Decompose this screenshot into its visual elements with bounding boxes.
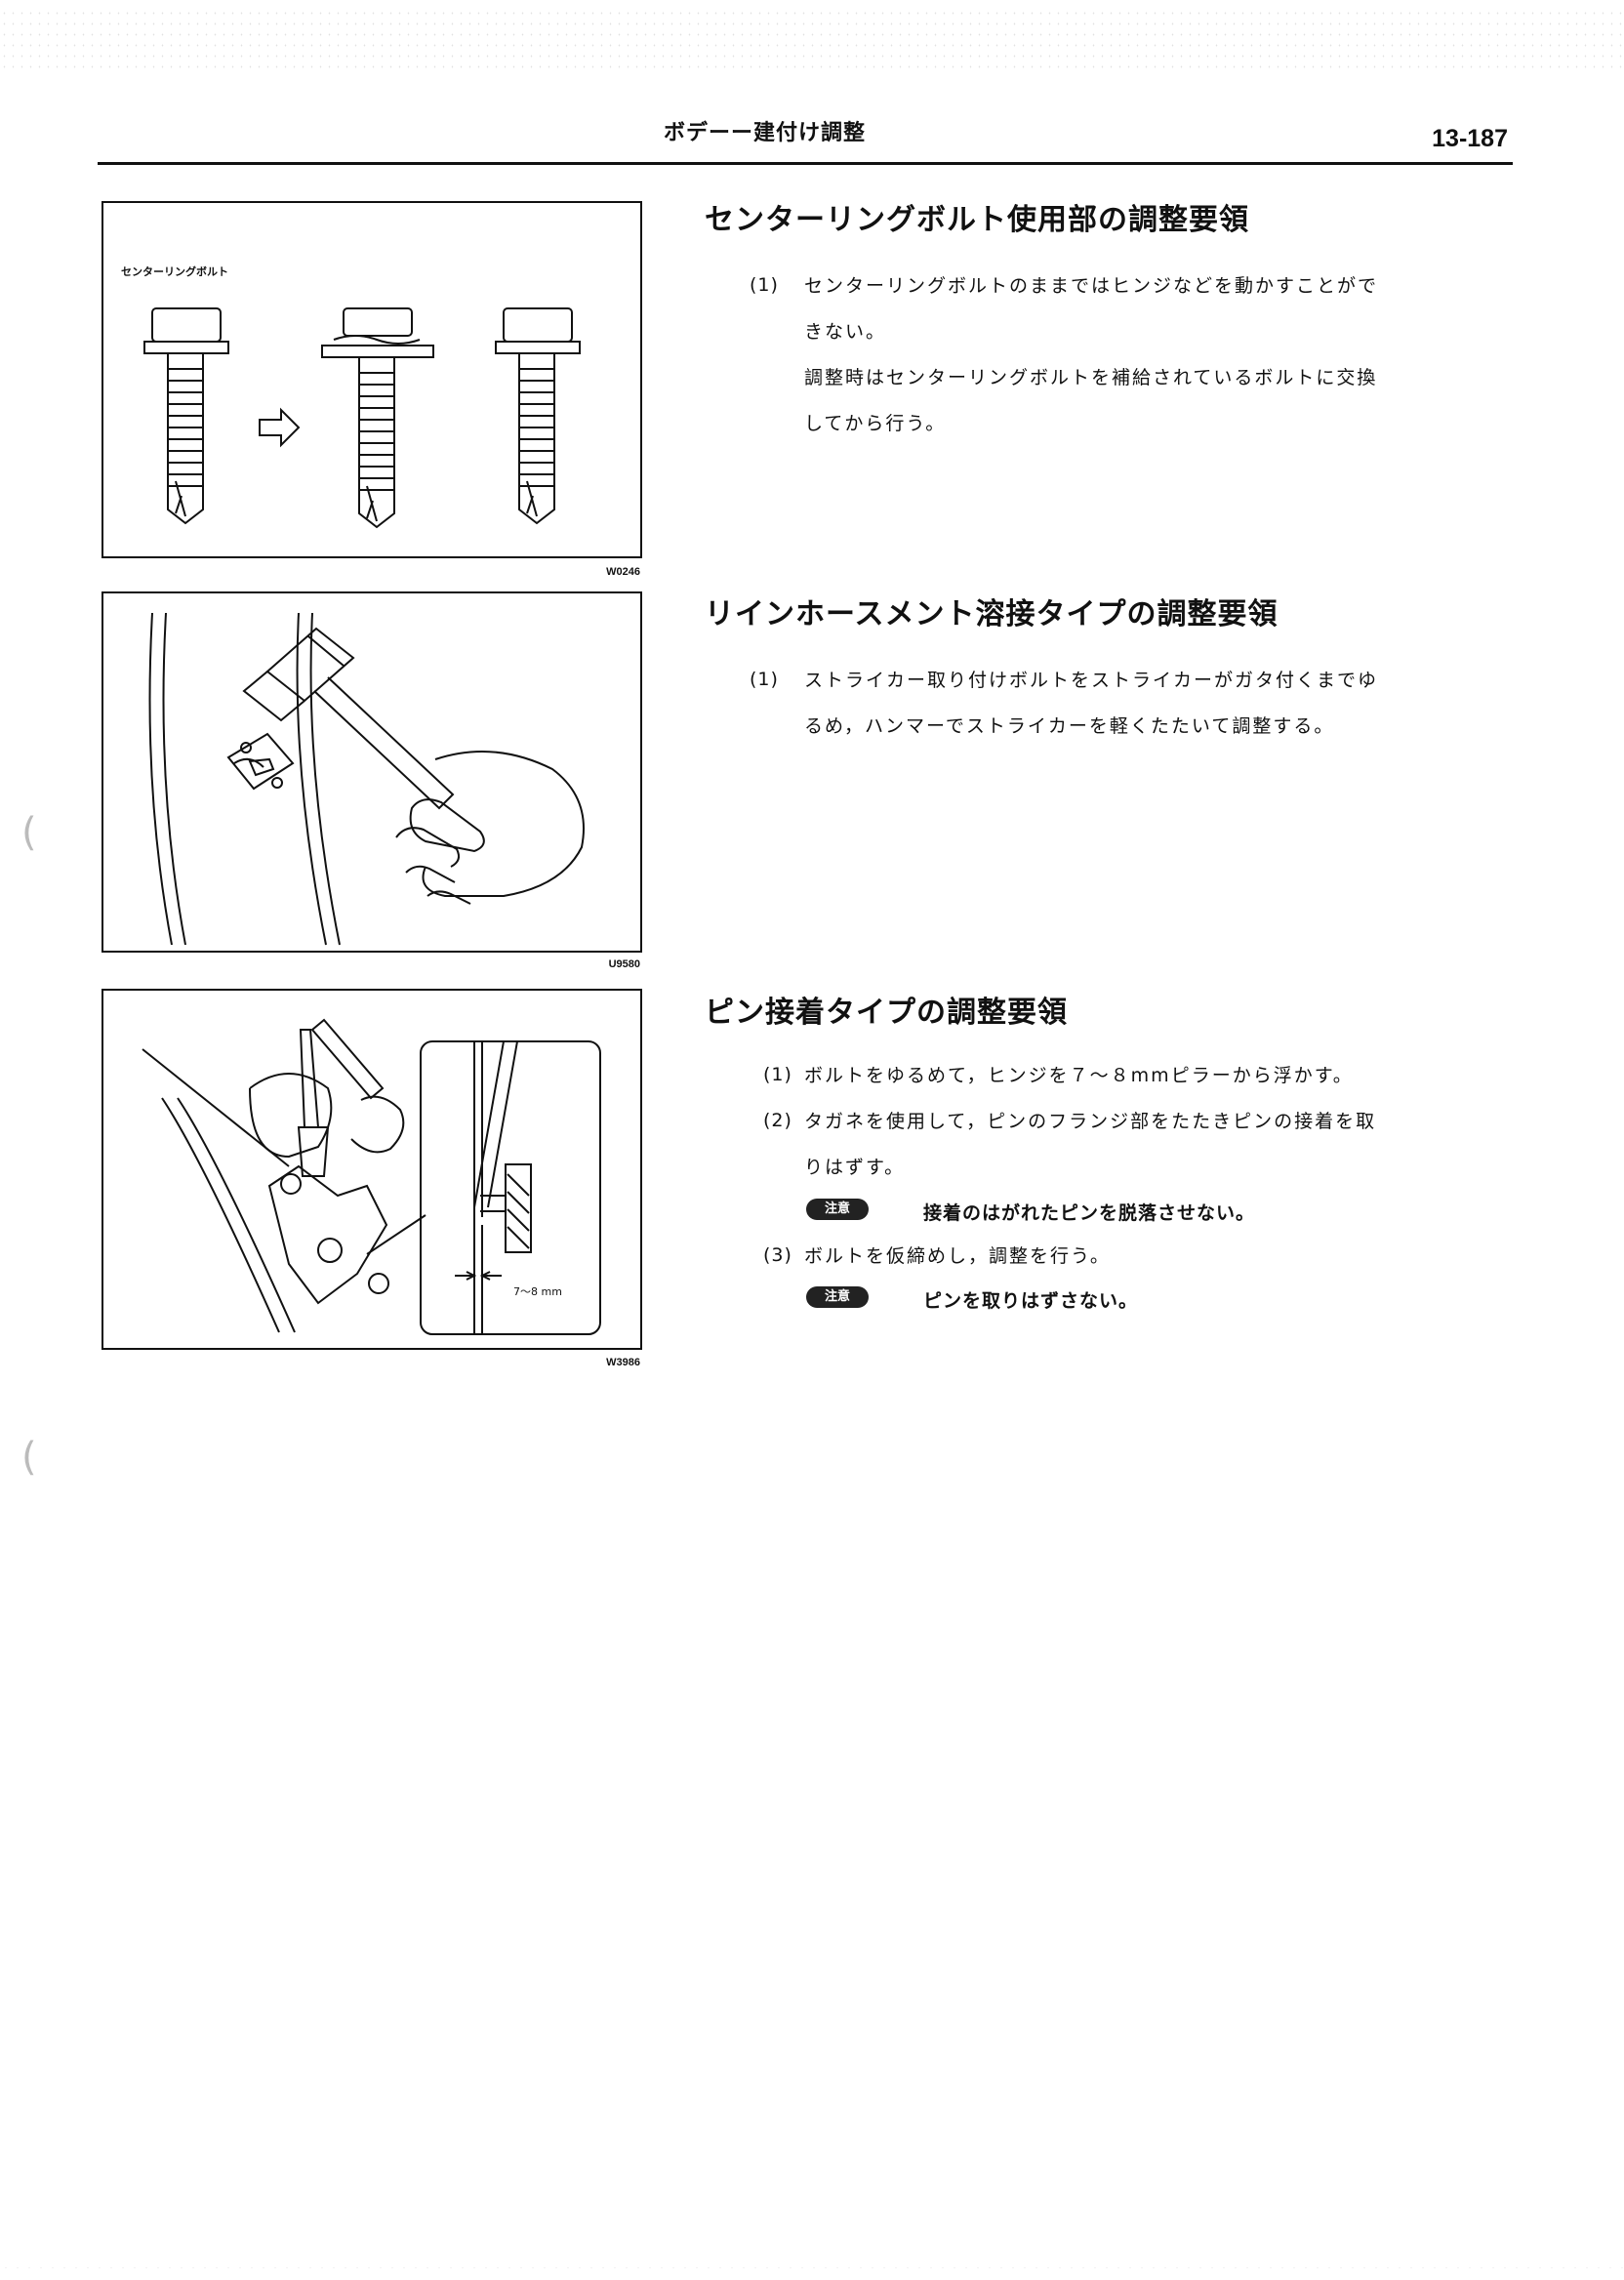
body-line: センターリングボルトのままではヒンジなどを動かすことがで	[804, 275, 1379, 297]
item-number: (1)	[763, 1064, 792, 1085]
section-title: ピン接着タイプの調整要領	[705, 996, 1068, 1030]
section-title: リインホースメント溶接タイプの調整要領	[705, 597, 1279, 631]
caution-text: ピンを取りはずさない。	[923, 1290, 1139, 1312]
item-number: (3)	[763, 1244, 792, 1266]
page-number: 13-187	[1432, 125, 1508, 152]
body-line: るめ，ハンマーでストライカーを軽くたたいて調整する。	[804, 715, 1335, 737]
figure-code: U9580	[608, 958, 640, 970]
body-line: してから行う。	[804, 413, 947, 434]
figure-code: W3986	[606, 1357, 640, 1368]
body-line: ボルトをゆるめて，ヒンジを７～８mmピラーから浮かす。	[804, 1065, 1354, 1086]
item-number: (1)	[750, 669, 779, 690]
bolt-illustration	[143, 307, 581, 529]
body-line: ボルトを仮締めし，調整を行う。	[804, 1245, 1111, 1267]
scan-noise-top	[0, 8, 1624, 76]
page-header-title: ボデーー建付け調整	[664, 121, 867, 145]
figure-hammer-striker	[102, 591, 642, 953]
caution-badge: 注意	[806, 1199, 869, 1220]
section-title: センターリングボルト使用部の調整要領	[705, 203, 1249, 237]
header-rule	[98, 162, 1513, 165]
scan-noise-bottom	[0, 2264, 1624, 2274]
figure-label: センターリングボルト	[121, 265, 228, 278]
body-line: 調整時はセンターリングボルトを補給されているボルトに交換	[804, 367, 1378, 388]
figure-pin-bonded: 7～8 mm	[102, 989, 642, 1350]
hammer-illustration	[148, 612, 585, 946]
body-line: きない。	[804, 321, 887, 343]
caution-badge: 注意	[806, 1286, 869, 1308]
body-line: ストライカー取り付けボルトをストライカーがガタ付くまでゆ	[804, 670, 1379, 691]
figure-code: W0246	[606, 566, 640, 578]
body-line: タガネを使用して，ピンのフランジ部をたたきピンの接着を取	[804, 1111, 1377, 1132]
pin-illustration	[142, 1018, 601, 1335]
body-line: りはずす。	[804, 1157, 906, 1178]
figure-centering-bolt: センターリングボルト	[102, 201, 642, 558]
item-number: (2)	[763, 1110, 792, 1131]
scan-speck: (	[21, 1435, 37, 1480]
scan-speck: (	[21, 810, 37, 855]
dimension-label: 7～8 mm	[513, 1285, 562, 1298]
item-number: (1)	[750, 274, 779, 296]
caution-text: 接着のはがれたピンを脱落させない。	[923, 1202, 1256, 1224]
